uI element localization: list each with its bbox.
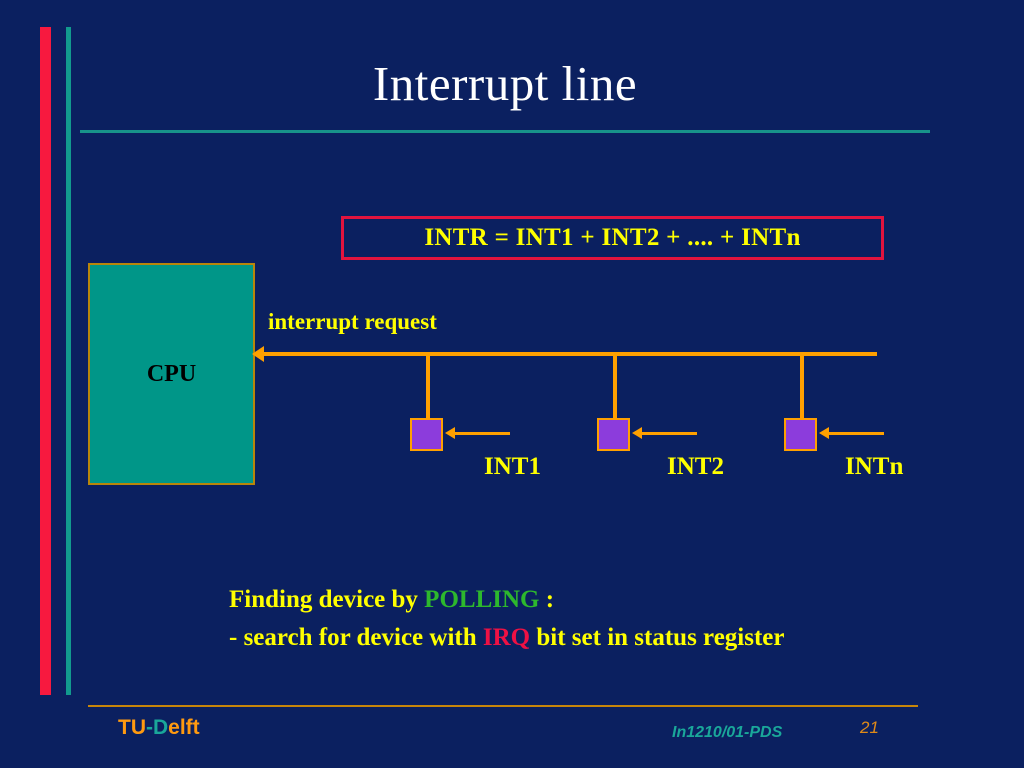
decorative-red-bar (40, 27, 51, 695)
brand-delft-d: D (153, 716, 169, 739)
polling-line-2-suffix: bit set in status register (530, 624, 785, 651)
polling-keyword: POLLING (424, 586, 540, 613)
device-label-3: INTn (845, 453, 904, 480)
interrupt-bus-line (262, 352, 877, 356)
interrupt-formula-box: INTR = INT1 + INT2 + .... + INTn (341, 216, 884, 260)
device-input-arrowhead-icon-2 (632, 427, 642, 439)
polling-line-2-prefix: - search for device with (229, 624, 483, 651)
polling-line-1-prefix: Finding device by (229, 586, 425, 613)
device-drop-wire-2 (613, 354, 617, 420)
title-underline (80, 130, 930, 133)
device-input-wire-3 (829, 432, 884, 435)
device-box-3 (784, 418, 817, 451)
interrupt-bus-arrowhead-icon (252, 346, 264, 362)
brand-hyphen: - (146, 716, 153, 739)
page-number: 21 (860, 718, 879, 737)
footer-divider (88, 705, 918, 707)
cpu-block-label: CPU (146, 361, 197, 387)
device-label-2: INT2 (667, 453, 724, 480)
page-title: Interrupt line (372, 56, 638, 111)
device-input-wire-1 (455, 432, 510, 435)
brand-delft-text: -Delft (146, 716, 200, 739)
brand-delft-rest: elft (168, 716, 200, 739)
interrupt-request-label: interrupt request (268, 309, 437, 334)
brand-logo: TU-Delft (118, 716, 200, 740)
decorative-teal-bar (66, 27, 71, 695)
polling-line-1: Finding device by POLLING : (229, 581, 785, 619)
brand-tu-text: TU (118, 716, 146, 739)
device-drop-wire-1 (426, 354, 430, 420)
polling-line-1-suffix: : (539, 586, 555, 613)
polling-description: Finding device by POLLING : - search for… (229, 581, 785, 657)
polling-line-2: - search for device with IRQ bit set in … (229, 619, 785, 657)
cpu-block: CPU (88, 263, 255, 485)
device-box-1 (410, 418, 443, 451)
device-input-arrowhead-icon-1 (445, 427, 455, 439)
device-box-2 (597, 418, 630, 451)
interrupt-formula-text: INTR = INT1 + INT2 + .... + INTn (424, 224, 801, 251)
course-code: In1210/01-PDS (672, 724, 783, 741)
irq-keyword: IRQ (482, 624, 531, 651)
device-label-1: INT1 (484, 453, 541, 480)
device-input-wire-2 (642, 432, 697, 435)
device-drop-wire-3 (800, 354, 804, 420)
device-input-arrowhead-icon-3 (819, 427, 829, 439)
